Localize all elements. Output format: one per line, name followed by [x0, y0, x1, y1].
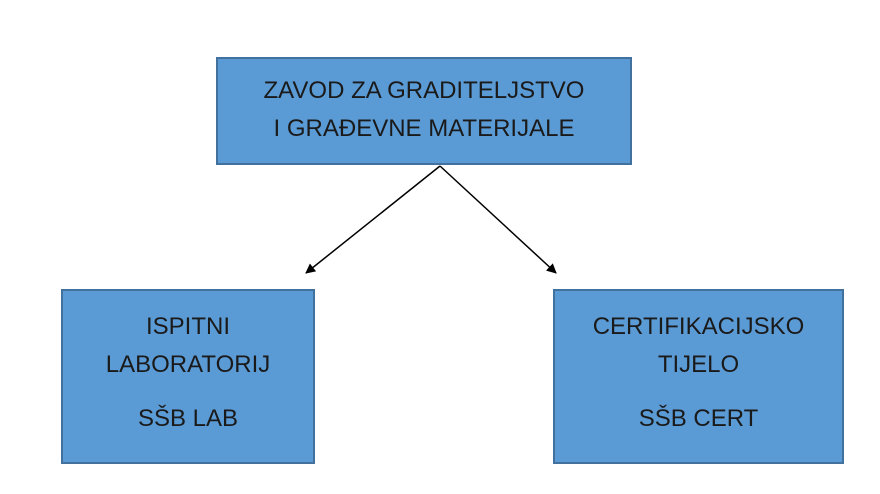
spacer — [555, 384, 842, 400]
spacer — [63, 384, 313, 400]
node-zavod: ZAVOD ZA GRADITELJSTVO I GRAĐEVNE MATERI… — [216, 57, 632, 165]
node-certifikacijsko-tijelo: CERTIFIKACIJSKO TIJELO SŠB CERT — [553, 289, 844, 464]
node-ispitni-laboratorij: ISPITNI LABORATORIJ SŠB LAB — [61, 289, 315, 464]
node-cert-line1: CERTIFIKACIJSKO — [592, 313, 805, 340]
arrow-to-right — [439, 165, 557, 274]
node-lab-line1: ISPITNI — [145, 313, 230, 340]
node-cert-line2: TIJELO — [657, 351, 740, 378]
node-zavod-line1: ZAVOD ZA GRADITELJSTVO — [263, 77, 585, 104]
node-zavod-line2: I GRAĐEVNE MATERIJALE — [273, 115, 575, 142]
node-lab-line3: SŠB LAB — [137, 405, 239, 432]
node-cert-line3: SŠB CERT — [638, 405, 759, 432]
arrow-to-left — [305, 165, 441, 274]
node-lab-line2: LABORATORIJ — [105, 351, 271, 378]
